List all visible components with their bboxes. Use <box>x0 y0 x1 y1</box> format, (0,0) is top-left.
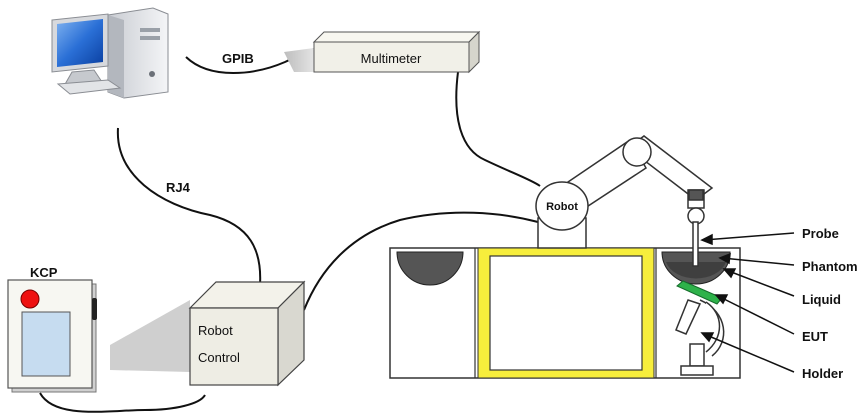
multimeter-label: Multimeter <box>361 51 422 66</box>
liquid-label: Liquid <box>802 292 841 307</box>
probe-rod <box>692 221 699 267</box>
kcp-label: KCP <box>30 265 58 280</box>
phantom-label: Phantom <box>802 259 858 274</box>
robot-control-box: Robot Control <box>110 280 306 387</box>
kcp-cable <box>39 392 206 413</box>
emergency-stop-icon <box>20 289 40 309</box>
probe-label: Probe <box>802 226 839 241</box>
eut-label: EUT <box>802 329 828 344</box>
callout-arrows <box>700 232 795 373</box>
test-bench <box>389 247 741 379</box>
robot-body <box>535 181 589 231</box>
kcp-screen <box>21 311 71 377</box>
rj4-cable <box>116 127 262 286</box>
gpib-label: GPIB <box>222 51 254 66</box>
multimeter-robot-cable <box>455 71 541 187</box>
holder-label: Holder <box>802 366 843 381</box>
left-phantom-bowl <box>396 251 464 286</box>
multimeter-box: Multimeter <box>284 30 481 74</box>
robot-control-label-line2: Control <box>198 350 240 365</box>
liquid-surface <box>666 262 726 279</box>
rj4-label: RJ4 <box>166 180 191 195</box>
robot-control-label-line1: Robot <box>198 323 233 338</box>
test-area <box>661 251 731 376</box>
computer-icon <box>51 7 169 99</box>
control-robot-cable <box>303 211 539 311</box>
robot-label: Robot <box>546 201 578 213</box>
robot-arm <box>535 135 714 267</box>
kcp-pendant: KCP <box>7 265 97 393</box>
